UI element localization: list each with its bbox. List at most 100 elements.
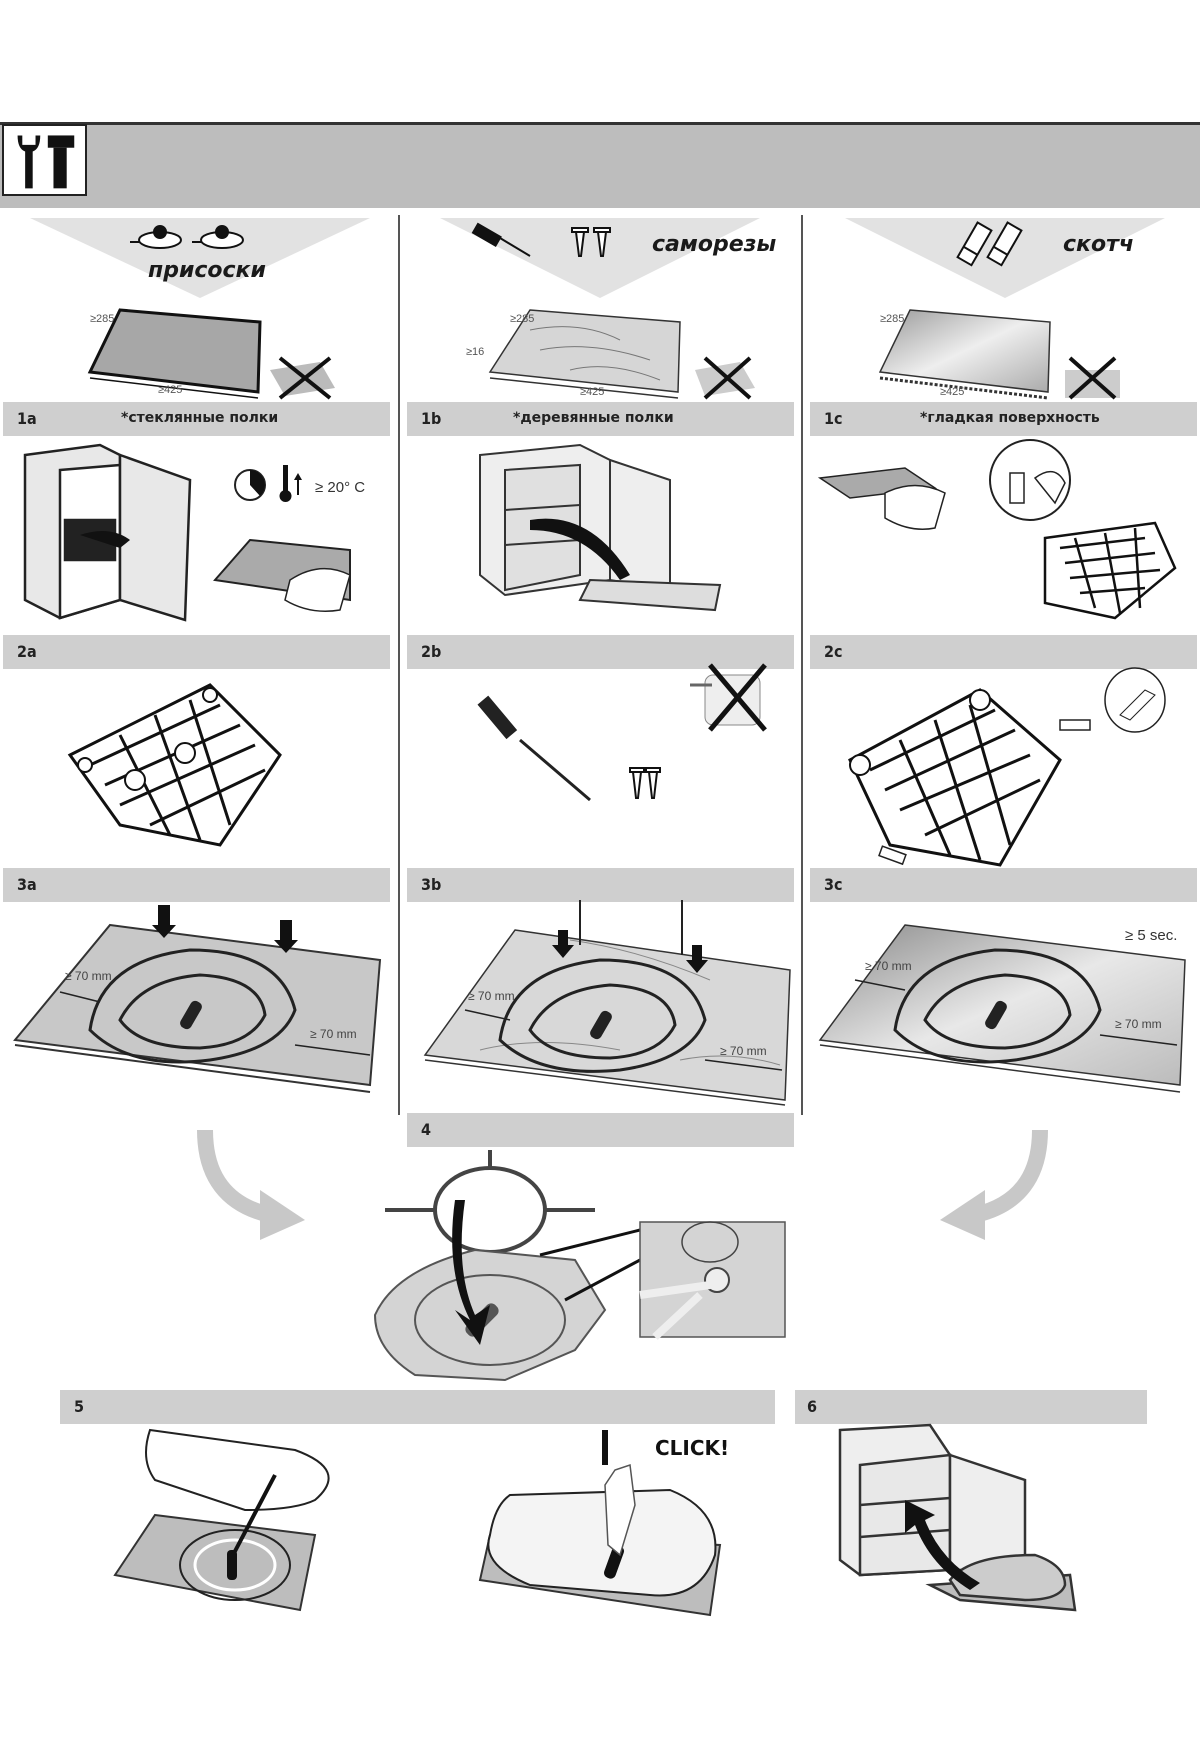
- adhesive-tape-icon: [956, 221, 1023, 267]
- method-label-screws: саморезы: [652, 232, 777, 257]
- step-2b-header: 2b: [407, 635, 794, 669]
- step-caption: *деревянные полки: [513, 410, 674, 426]
- dim-thickness: ≥16: [466, 346, 484, 358]
- click-cover-illustration: ! CLICK!: [470, 1425, 750, 1617]
- column-divider: [398, 215, 400, 1115]
- flow-arrow-left: [190, 1129, 320, 1240]
- arrow-down-icon: [686, 945, 708, 973]
- glass-surface-crossed-icon: [695, 356, 755, 400]
- screws-icon: [629, 767, 661, 799]
- step-5-header: 5: [60, 1390, 775, 1424]
- finger-press-icon: [604, 1463, 636, 1557]
- step-3c-header: 3c: [810, 868, 1197, 902]
- margin-label-right: ≥ 70 mm: [310, 1027, 357, 1041]
- rough-surface-crossed-icon: [1065, 356, 1120, 400]
- method-banner-b: саморезы: [440, 218, 776, 298]
- dim-length: ≥425: [940, 386, 964, 398]
- cabinet-remove-shelf-illustration: [470, 440, 730, 620]
- arrow-down-icon: [231, 1474, 277, 1556]
- ring-icon: [385, 1150, 595, 1254]
- temperature-label: ≥ 20° C: [315, 479, 365, 496]
- column-divider: [801, 215, 803, 1115]
- arrow-icon: [80, 531, 130, 548]
- method-banner-a: присоски: [30, 218, 370, 298]
- step-3a-header: 3a: [3, 868, 390, 902]
- step-number: 6: [807, 1397, 818, 1416]
- step-2c-header: 2c: [810, 635, 1197, 669]
- margin-label-right: ≥ 70 mm: [720, 1044, 767, 1058]
- step-1b-header: 1b *деревянные полки: [407, 402, 794, 436]
- screwdriver-icon: [477, 695, 591, 802]
- step-number: 3a: [17, 875, 37, 894]
- glass-shelf-dimensions-illustration: ≥285 ≥425: [80, 300, 350, 400]
- mount-base-glass-illustration: ≥ 70 mm ≥ 70 mm: [10, 900, 390, 1095]
- step-number: 2a: [17, 642, 37, 661]
- step-caption: *стеклянные полки: [121, 410, 279, 426]
- screwdriver-no-drill-illustration: [477, 663, 790, 810]
- suction-cups-icon: [130, 225, 244, 249]
- step-number: 2b: [421, 642, 442, 661]
- smooth-surface-dimensions-illustration: ≥285 ≥425: [870, 300, 1140, 400]
- fridge-icon: [23, 443, 192, 622]
- fridge-remove-shelf-illustration: ≥ 20° C: [20, 440, 390, 622]
- banner-triangle: [30, 218, 370, 298]
- basket-suction-cups-illustration: [60, 675, 310, 855]
- mount-base-tape-illustration: ≥ 5 sec. ≥ 70 mm ≥ 70 mm: [815, 900, 1195, 1095]
- peel-tape-icon: [1104, 667, 1166, 733]
- section-header-bar: [0, 122, 1200, 208]
- step-number: 5: [74, 1397, 85, 1416]
- attach-ring-illustration: [355, 1150, 855, 1382]
- detail-zoom-inset: [639, 1221, 786, 1340]
- step-number: 1b: [421, 409, 442, 428]
- step-number: 1a: [17, 409, 37, 428]
- method-label-suction: присоски: [148, 258, 266, 283]
- thermometer-icon: [279, 465, 302, 502]
- curved-arrow-icon: [197, 1129, 273, 1223]
- step-3b-header: 3b: [407, 868, 794, 902]
- arrow-down-icon: [274, 920, 298, 953]
- wipe-glass-shelf-icon: [213, 538, 351, 612]
- click-label: CLICK!: [655, 1436, 729, 1460]
- dim-width: ≥285: [90, 313, 114, 325]
- insert-shelf-illustration: [830, 1423, 1100, 1615]
- warning-icon: [602, 1430, 608, 1465]
- step-4-header: 4: [407, 1113, 794, 1147]
- margin-label-left: ≥ 70 mm: [468, 989, 515, 1003]
- step-number: 1c: [824, 409, 843, 428]
- mount-base-wood-illustration: ≥ 70 mm ≥ 70 mm: [420, 900, 800, 1106]
- screwdriver-screws-icon: [471, 222, 611, 257]
- step-1c-header: 1c *гладкая поверхность: [810, 402, 1197, 436]
- tape-strip-icon: [878, 845, 907, 866]
- suction-cup-icon: [124, 769, 146, 791]
- wood-shelf-dimensions-illustration: ≥285 ≥16 ≥425: [466, 300, 770, 400]
- step-2a-header: 2a: [3, 635, 390, 669]
- clean-surface-illustration: [815, 438, 1195, 628]
- arrow-down-icon: [152, 905, 176, 938]
- margin-label-left: ≥ 70 mm: [865, 959, 912, 973]
- suction-cup-icon: [174, 742, 196, 764]
- dim-width: ≥285: [510, 313, 534, 325]
- arrow-icon: [530, 518, 630, 580]
- arrow-down-icon: [452, 1200, 490, 1345]
- dim-length: ≥425: [580, 386, 604, 398]
- tools-icon: [2, 124, 87, 196]
- step-number: 3c: [824, 875, 843, 894]
- arrow-icon: [905, 1500, 980, 1590]
- hold-time-label: ≥ 5 sec.: [1125, 927, 1177, 944]
- dim-width: ≥285: [880, 313, 904, 325]
- drill-crossed-icon: [690, 663, 767, 732]
- basket-tape-illustration: [830, 667, 1190, 870]
- dim-length: ≥425: [158, 384, 182, 396]
- margin-label-left: ≥ 70 mm: [65, 969, 112, 983]
- flow-arrow-right: [925, 1129, 1055, 1240]
- step-1a-header: 1a *стеклянные полки: [3, 402, 390, 436]
- curved-arrow-icon: [972, 1129, 1048, 1223]
- cleaning-spray-icon: [989, 439, 1071, 521]
- arrow-down-icon: [552, 930, 574, 958]
- step-number: 2c: [824, 642, 843, 661]
- banner-triangle: [440, 218, 760, 298]
- place-cover-illustration: [113, 1425, 375, 1615]
- step-number: 3b: [421, 875, 442, 894]
- method-label-tape: скотч: [1063, 232, 1134, 257]
- tape-strip-icon: [1059, 719, 1091, 731]
